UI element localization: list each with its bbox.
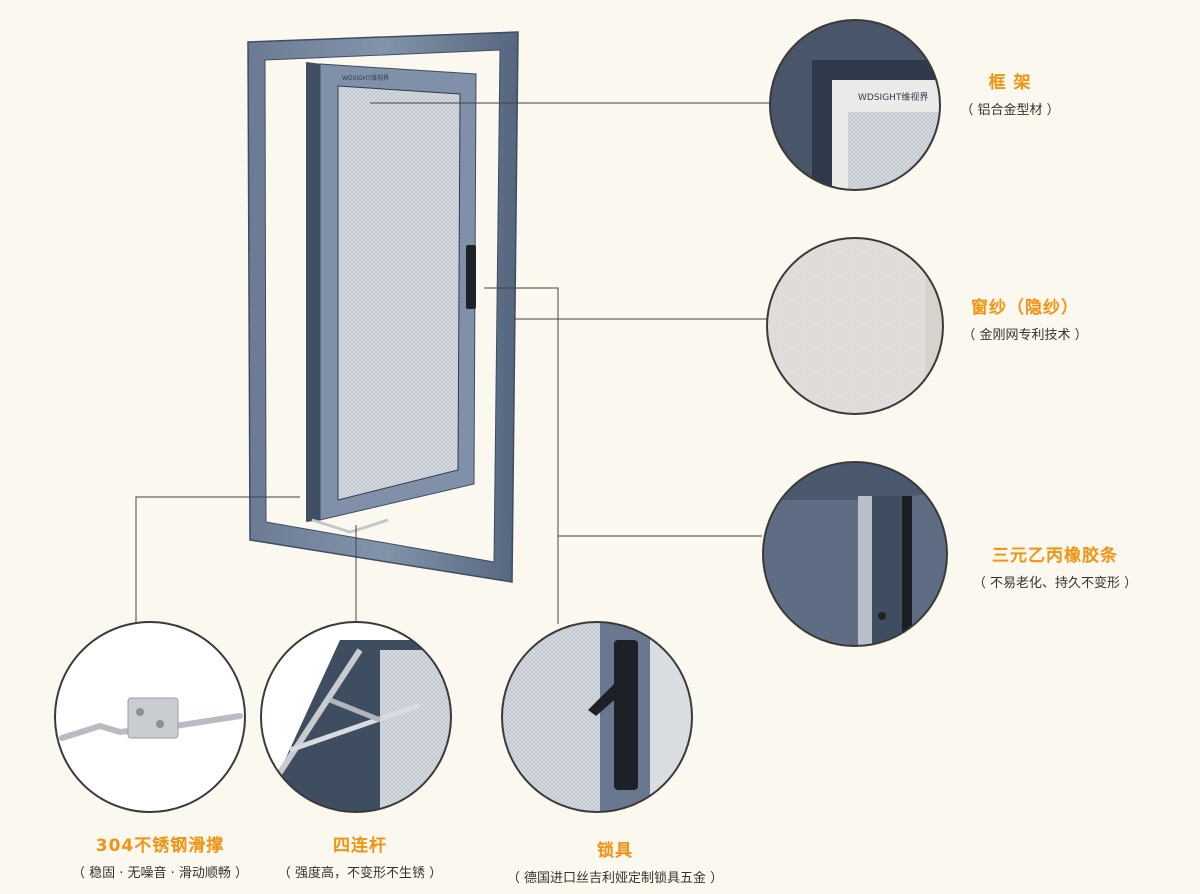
feature-frame: 框 架 （ 铝合金型材 ）: [955, 68, 1065, 118]
frame-corner-closeup-icon: WDSIGHT维视界: [769, 19, 941, 191]
feature-linkage: 四连杆 （ 强度高，不变形不生锈 ）: [265, 831, 455, 881]
feature-seal-title: 三元乙丙橡胶条: [992, 546, 1118, 566]
seal-strip-closeup-icon: [762, 461, 948, 647]
feature-frame-subtitle: （ 铝合金型材 ）: [960, 103, 1060, 118]
feature-seal-subtitle: （ 不易老化、持久不变形 ）: [972, 576, 1138, 591]
feature-mesh: 窗纱（隐纱） （ 金刚网专利技术 ）: [945, 293, 1105, 343]
feature-seal: 三元乙丙橡胶条 （ 不易老化、持久不变形 ）: [955, 541, 1155, 591]
feature-linkage-title: 四连杆: [333, 836, 387, 856]
friction-stay-hinge-icon: [54, 621, 246, 813]
feature-stay-title: 304不锈钢滑撑: [95, 836, 225, 856]
brand-mark: WDSIGHT维视界: [342, 74, 389, 82]
mesh-closeup-icon: [766, 237, 944, 415]
window-main-image: WDSIGHT维视界: [247, 31, 519, 583]
feature-stay-subtitle: （ 稳固 · 无噪音 · 滑动顺畅 ）: [71, 866, 249, 881]
window-lock-handle-icon: [501, 621, 693, 813]
feature-linkage-subtitle: （ 强度高，不变形不生锈 ）: [277, 866, 443, 881]
four-bar-linkage-icon: [260, 621, 452, 813]
feature-lock-subtitle: （ 德国进口丝吉利娅定制锁具五金 ）: [506, 871, 724, 886]
feature-mesh-subtitle: （ 金刚网专利技术 ）: [962, 328, 1088, 343]
feature-lock-title: 锁具: [597, 841, 633, 861]
closeup-brand-mark: WDSIGHT维视界: [858, 91, 928, 103]
feature-stay: 304不锈钢滑撑 （ 稳固 · 无噪音 · 滑动顺畅 ）: [55, 831, 265, 881]
feature-frame-title: 框 架: [988, 73, 1032, 93]
feature-mesh-title: 窗纱（隐纱）: [971, 298, 1079, 318]
feature-lock: 锁具 （ 德国进口丝吉利娅定制锁具五金 ）: [480, 836, 750, 886]
leader-lines: [135, 102, 770, 648]
